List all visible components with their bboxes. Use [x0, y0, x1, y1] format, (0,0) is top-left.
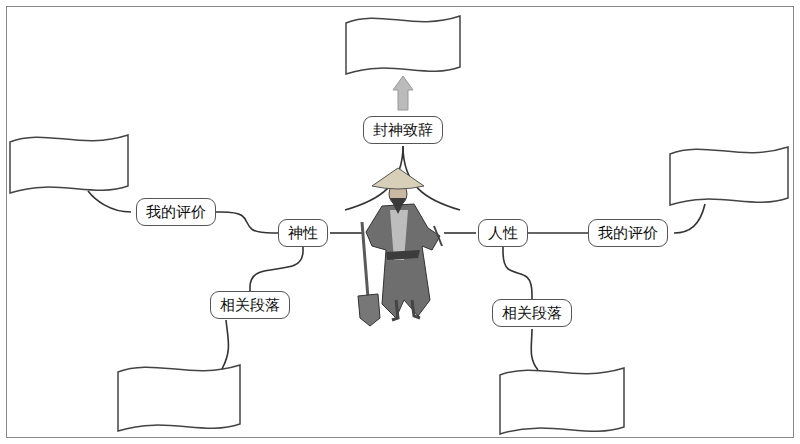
node-text: 封神致辞: [373, 121, 433, 139]
leader-line: [88, 191, 131, 212]
connector: [216, 212, 278, 233]
up-arrow: [393, 76, 413, 110]
node-text: 我的评价: [598, 224, 658, 242]
leader-line: [444, 232, 476, 234]
blank-banner: [670, 147, 788, 205]
topic-box: 人性: [478, 219, 528, 247]
connector: [503, 247, 532, 299]
blank-banner: [118, 365, 240, 431]
paragraph-box: 相关段落: [210, 291, 290, 319]
blank-banner: [10, 135, 128, 193]
connector: [250, 247, 303, 291]
node-text: 我的评价: [146, 203, 206, 221]
blank-banner: [346, 16, 460, 74]
leader-line: [531, 329, 538, 370]
comment-box: 我的评价: [136, 198, 216, 226]
topic-box: 神性: [278, 219, 328, 247]
node-text: 相关段落: [220, 296, 280, 314]
node-text: 人性: [488, 224, 518, 242]
heading-box: 封神致辞: [363, 116, 443, 144]
node-text: 相关段落: [502, 304, 562, 322]
leader-line: [222, 320, 229, 369]
leader-line: [674, 204, 705, 233]
node-text: 神性: [288, 224, 318, 242]
leader-line: [330, 232, 362, 234]
frame: [7, 7, 794, 438]
connector: [528, 232, 588, 234]
paragraph-box: 相关段落: [492, 299, 572, 327]
blank-banner: [500, 368, 624, 434]
figure-illustration: [358, 168, 442, 326]
comment-box: 我的评价: [588, 219, 668, 247]
